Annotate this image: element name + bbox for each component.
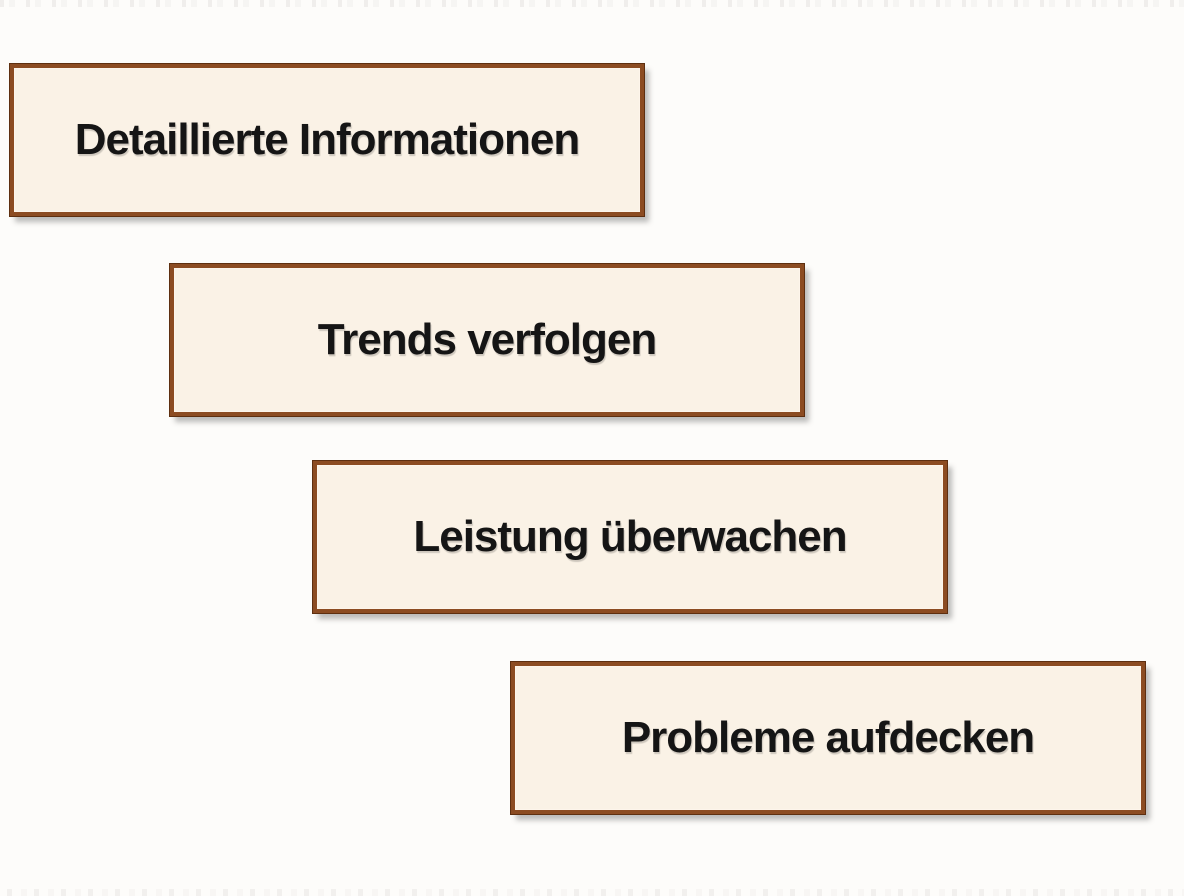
box-label: Trends verfolgen (317, 315, 658, 364)
box-trends-verfolgen: Trends verfolgen (170, 264, 804, 416)
box-label: Detaillierte Informationen (74, 115, 581, 164)
box-detaillierte-informationen: Detaillierte Informationen (10, 64, 644, 216)
scan-noise-bottom (0, 889, 1184, 896)
box-probleme-aufdecken: Probleme aufdecken (511, 662, 1145, 814)
scan-noise-top (0, 0, 1184, 7)
box-leistung-ueberwachen: Leistung überwachen (313, 461, 947, 613)
box-label: Probleme aufdecken (621, 713, 1035, 762)
box-label: Leistung überwachen (413, 512, 847, 561)
